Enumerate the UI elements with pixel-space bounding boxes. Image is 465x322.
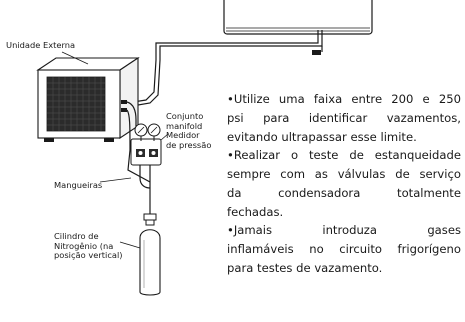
instructions-text: •Utilize uma faixa entre 200 e 250 psi p… <box>227 90 461 278</box>
note-line: sempre com as válvulas de serviço <box>227 167 461 182</box>
note-line: psi para identificar vazamentos, <box>227 110 461 125</box>
note-line: •Jamais introduza gases <box>227 223 461 238</box>
cylinder-leader <box>119 241 141 249</box>
note-line: •Realizar o teste de estanqueidade <box>227 148 461 163</box>
hoses-label: Mangueiras <box>54 180 103 190</box>
cylinder-label-line: posição vertical) <box>54 250 123 261</box>
note-line: fechadas. <box>227 204 284 219</box>
manifold-leader <box>160 133 169 141</box>
note-line: para testes de vazamento. <box>227 261 383 276</box>
cylinder-label-line: Nitrogênio (na <box>54 240 114 251</box>
manifold-label: Conjunto manifold Medidor de pressão <box>166 111 212 150</box>
nitrogen-cylinder <box>139 210 161 296</box>
manifold-label-line: Medidor <box>166 130 200 141</box>
hoses-leader <box>99 177 132 183</box>
cylinder-label: Cilindro de Nitrogênio (na posição verti… <box>54 231 123 261</box>
note-line: evitando ultrapassar esse limite. <box>227 129 417 144</box>
hoses <box>126 101 151 210</box>
cylinder-label-line: Cilindro de <box>54 231 99 241</box>
note-line: •Utilize uma faixa entre 200 e 250 <box>227 92 461 106</box>
manifold-label-line: Conjunto <box>166 111 204 121</box>
manifold-gauge-set <box>130 123 162 166</box>
outdoor-unit-leader <box>61 51 89 65</box>
manifold-label-line: manifold <box>166 120 203 131</box>
note-line: da condensadora totalmente <box>227 185 461 200</box>
outdoor-unit-label: Unidade Externa <box>6 40 76 50</box>
refrigerant-lines <box>119 30 323 109</box>
outdoor-unit <box>36 56 140 142</box>
indoor-unit <box>223 0 373 55</box>
note-line: inflamáveis no circuito frigorígeno <box>227 242 461 257</box>
manifold-label-line: de pressão <box>166 139 212 150</box>
